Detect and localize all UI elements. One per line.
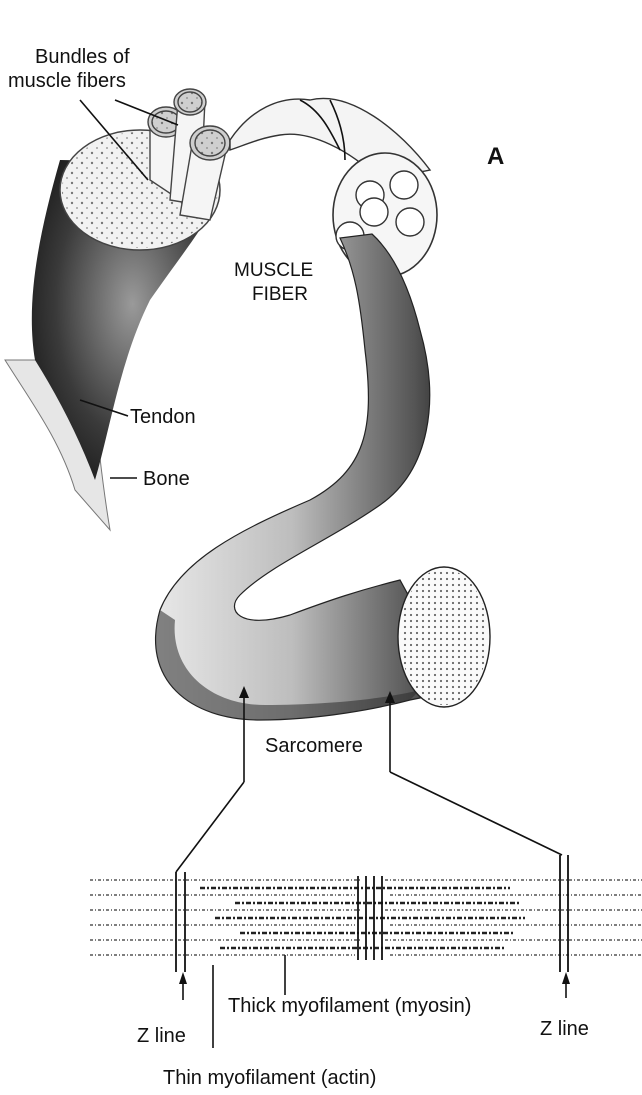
label-muscle-fiber-line1: MUSCLE	[234, 260, 313, 281]
label-tendon: Tendon	[130, 406, 196, 428]
label-z-line-left: Z line	[137, 1025, 186, 1047]
label-sarcomere: Sarcomere	[265, 735, 363, 757]
label-bundles-line2: muscle fibers	[8, 70, 126, 92]
label-muscle-fiber-line2: FIBER	[252, 284, 308, 305]
panel-letter: A	[487, 143, 504, 170]
whole-muscle-illustration	[5, 89, 230, 530]
label-bundles-line1: Bundles of	[35, 46, 130, 68]
label-thin-myofilament: Thin myofilament (actin)	[163, 1067, 376, 1089]
sarcomere-detail	[90, 855, 642, 972]
fascicle-detail	[230, 98, 437, 277]
label-thick-myofilament: Thick myofilament (myosin)	[228, 995, 471, 1017]
muscle-fiber-illustration	[156, 234, 490, 720]
label-bone: Bone	[143, 468, 190, 490]
label-z-line-right: Z line	[540, 1018, 589, 1040]
